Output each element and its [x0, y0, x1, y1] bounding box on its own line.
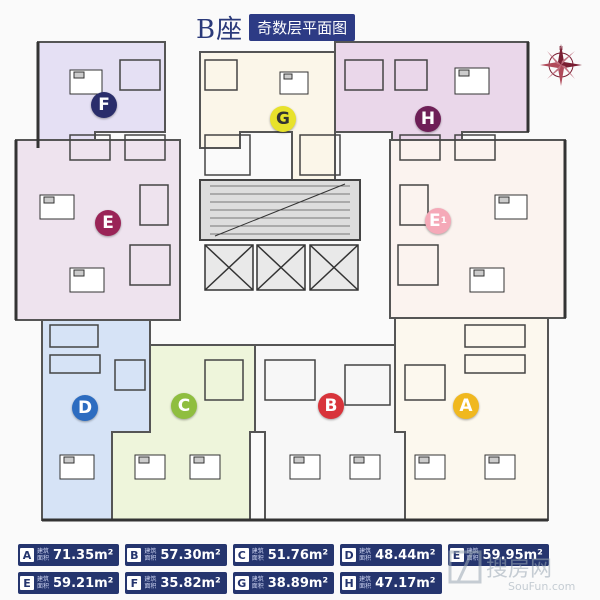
unit-badge-f: F	[91, 92, 117, 118]
unit-badge-c: C	[171, 393, 197, 419]
compass-rose-icon: N	[540, 44, 582, 86]
unit-g-area	[199, 51, 336, 189]
watermark-url: SouFun.com	[508, 580, 575, 593]
legend-item-d: D 建筑面积 48.44m²	[340, 544, 442, 566]
unit-badge-a: A	[453, 393, 479, 419]
unit-badge-d: D	[72, 395, 98, 421]
unit-badge-g: G	[270, 106, 296, 132]
elevator-shafts	[204, 244, 359, 291]
legend-item-e1: E 建筑面积 59.21m²	[18, 572, 120, 594]
svg-text:N: N	[559, 46, 563, 52]
legend-item-h: H 建筑面积 47.17m²	[340, 572, 442, 594]
legend-row: A 建筑面积 71.35m² B 建筑面积 57.30m² C 建筑面积 51.…	[18, 544, 588, 566]
legend-row: E 建筑面积 59.21m² F 建筑面积 35.82m² G 建筑面积 38.…	[18, 572, 588, 594]
legend-item-f: F 建筑面积 35.82m²	[125, 572, 227, 594]
service-rooms	[49, 59, 526, 406]
unit-badge-e: E	[95, 210, 121, 236]
unit-badge-b: B	[318, 393, 344, 419]
legend-item-g: G 建筑面积 38.89m²	[232, 572, 335, 594]
building-name: B座	[196, 14, 244, 45]
unit-badge-h: H	[415, 106, 441, 132]
unit-b-area	[254, 344, 406, 521]
legend-item-a: A 建筑面积 71.35m²	[18, 544, 120, 566]
legend-item-b: B 建筑面积 57.30m²	[125, 544, 227, 566]
soufun-watermark-logo: 搜房网 SouFun.com	[448, 550, 575, 593]
plan-title: B座 奇数层平面图	[196, 10, 356, 45]
unit-a-area	[394, 317, 549, 521]
area-legend: A 建筑面积 71.35m² B 建筑面积 57.30m² C 建筑面积 51.…	[18, 544, 588, 600]
floor-plan-subtitle: 奇数层平面图	[249, 13, 356, 41]
legend-item-c: C 建筑面积 51.76m²	[232, 544, 335, 566]
watermark-text: 搜房网	[486, 557, 552, 582]
bed-icons	[39, 67, 528, 480]
